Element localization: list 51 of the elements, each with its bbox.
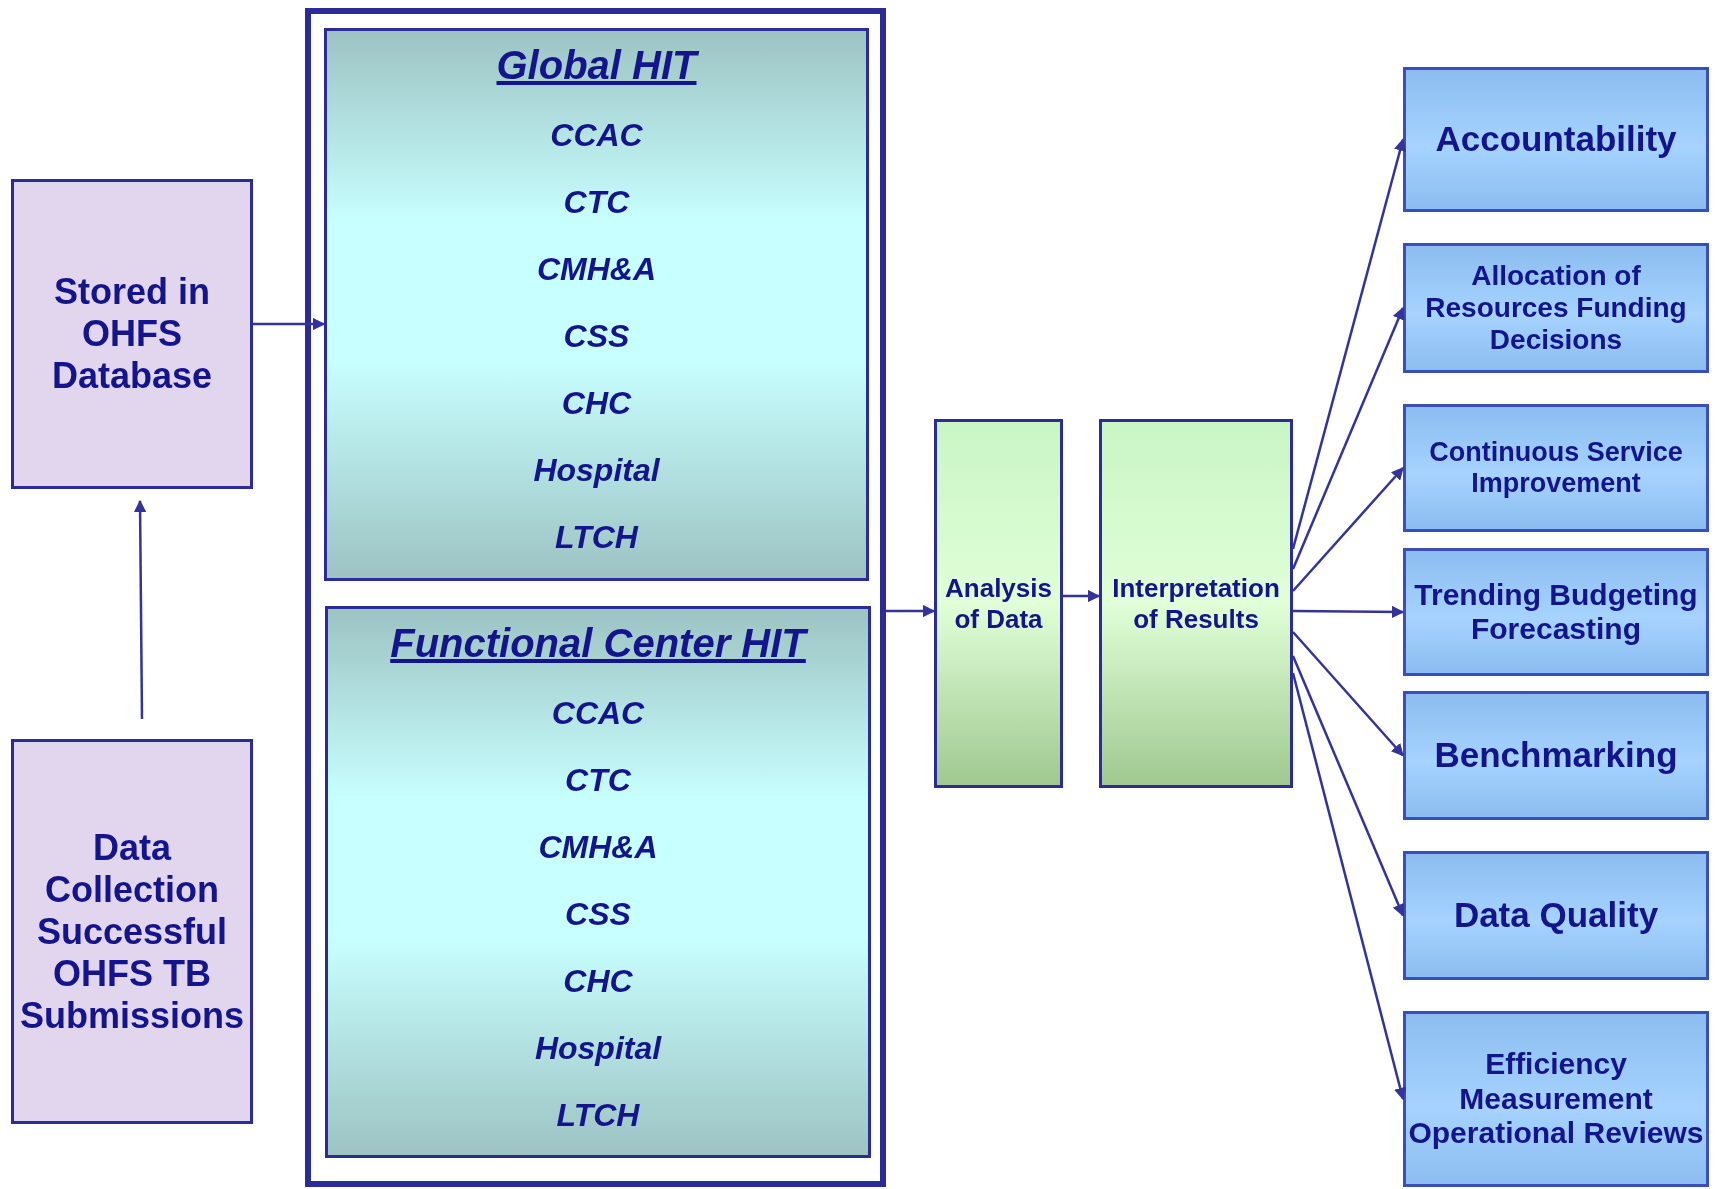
list-item: CTC: [563, 183, 630, 222]
outcome-box: [1403, 67, 1709, 212]
outcome-box: [1403, 404, 1709, 532]
list-panel: [325, 606, 871, 1158]
list-item: CCAC: [550, 116, 643, 155]
list-item: CTC: [565, 761, 631, 800]
outcome-box: [1403, 851, 1709, 980]
outcome-box: [1403, 243, 1709, 373]
box-label: Accountability: [1435, 119, 1677, 160]
box-label: Analysis of Data: [944, 572, 1053, 635]
process-box: [11, 739, 253, 1124]
arrow: [886, 604, 936, 618]
arrow: [1291, 306, 1405, 570]
outcome-box: [1403, 1011, 1709, 1187]
arrow: [1291, 672, 1407, 1101]
group-frame: [305, 8, 886, 1187]
box-label: Stored in OHFS Database: [50, 271, 214, 397]
box-label: Continuous Service Improvement: [1428, 436, 1684, 500]
list-item: Hospital: [533, 451, 660, 490]
list-item: CCAC: [551, 694, 645, 733]
box-label: Interpretation of Results: [1111, 572, 1281, 635]
list-item: CHC: [561, 384, 632, 423]
box-label: Trending Budgeting Forecasting: [1413, 577, 1699, 647]
list-item: CHC: [563, 962, 633, 1001]
process-box: [1099, 419, 1293, 788]
list-item: LTCH: [556, 1096, 640, 1135]
box-label: Benchmarking: [1434, 735, 1678, 776]
box-label: Data Quality: [1453, 895, 1659, 936]
process-box: [934, 419, 1063, 788]
box-label: Allocation of Resources Funding Decisions: [1424, 259, 1688, 357]
list-item: LTCH: [555, 518, 638, 557]
panel-heading: Global HIT: [496, 43, 697, 88]
process-box: [11, 179, 253, 489]
list-item: Hospital: [534, 1029, 662, 1068]
arrow: [1292, 631, 1404, 757]
arrow: [1291, 138, 1407, 550]
arrow: [1293, 605, 1405, 619]
arrow: [1292, 467, 1404, 592]
arrow: [133, 499, 147, 719]
arrow: [253, 317, 326, 331]
list-panel: [324, 28, 869, 581]
outcome-box: [1403, 691, 1709, 820]
outcome-box: [1403, 548, 1709, 676]
arrow: [1291, 655, 1405, 917]
list-item: CMH&A: [536, 250, 657, 289]
box-label: Data Collection Successful OHFS TB Submissions: [18, 826, 246, 1037]
box-label: Efficiency Measurement Operational Reviews: [1407, 1047, 1705, 1151]
list-item: CMH&A: [538, 828, 658, 867]
list-item: CSS: [563, 317, 630, 356]
list-item: CSS: [565, 895, 631, 934]
arrow: [1063, 589, 1101, 603]
